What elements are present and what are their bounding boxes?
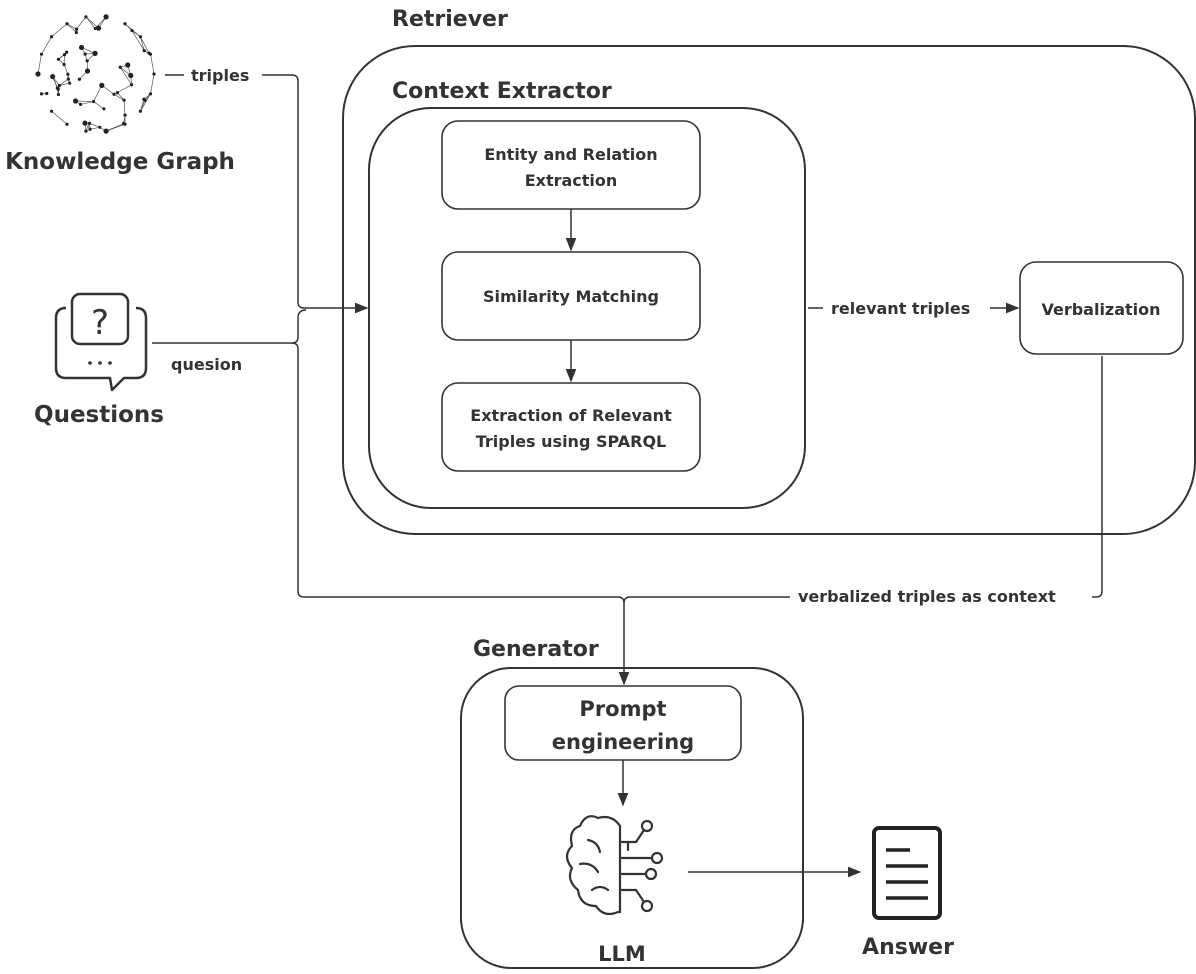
prompt-engineering-label: Prompt — [579, 697, 666, 721]
retriever-title: Retriever — [392, 7, 508, 32]
question-mark-glyph: ? — [91, 303, 109, 343]
retriever-box — [342, 45, 1196, 535]
knowledge-graph-label: Knowledge Graph — [5, 149, 235, 175]
verbalized-edge-end — [1092, 356, 1103, 598]
document-icon — [872, 826, 942, 920]
question-label: quesion — [171, 355, 242, 374]
triples-label: triples — [191, 66, 249, 85]
prompt-engineering-label-2: engineering — [552, 730, 694, 754]
similarity-matching-label: Similarity Matching — [483, 287, 659, 306]
sparql-extraction-box — [441, 382, 701, 472]
context-extractor-title: Context Extractor — [392, 79, 612, 104]
triples-arrow — [262, 74, 369, 314]
generator-title: Generator — [473, 637, 599, 662]
entity-relation-extraction-label-2: Extraction — [525, 171, 618, 190]
entity-relation-extraction-label: Entity and Relation — [484, 145, 657, 164]
knowledge-graph-icon — [35, 14, 156, 134]
entity-relation-extraction-box — [441, 120, 701, 210]
questions-label: Questions — [34, 402, 164, 428]
question-to-generator-arrow — [291, 342, 630, 686]
verbalized-to-generator-path — [623, 596, 790, 604]
verbalization-label: Verbalization — [1041, 300, 1160, 319]
sparql-extraction-label-2: Triples using SPARQL — [476, 432, 667, 451]
relevant-triples-label: relevant triples — [831, 299, 970, 318]
verbalization-box — [1019, 261, 1184, 355]
brain-circuit-icon — [565, 815, 664, 916]
question-to-extractor-path — [152, 309, 307, 344]
context-extractor-box — [368, 107, 806, 509]
llm-label: LLM — [598, 942, 646, 966]
verbalized-context-label: verbalized triples as context — [798, 587, 1056, 606]
generator-box — [460, 667, 804, 969]
question-chat-icon: ? — [54, 292, 148, 392]
answer-label: Answer — [862, 935, 954, 960]
sparql-extraction-label: Extraction of Relevant — [470, 406, 672, 425]
